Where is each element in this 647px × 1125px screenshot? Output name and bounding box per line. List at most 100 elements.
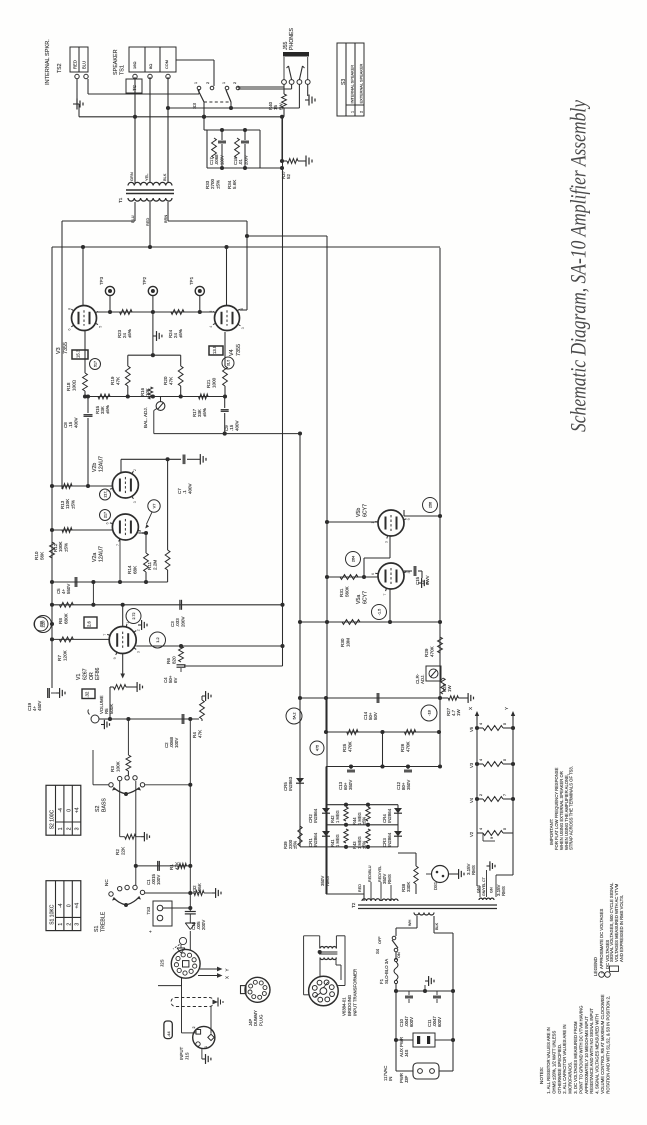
svg-text:C19: C19 (27, 702, 32, 711)
svg-text:±5%: ±5% (127, 329, 132, 338)
svg-text:TP1: TP1 (189, 276, 194, 285)
svg-text:OFF: OFF (378, 936, 382, 944)
svg-text:RED/BLU: RED/BLU (368, 865, 372, 882)
svg-text:R41: R41 (330, 839, 335, 847)
svg-text:2: 2 (136, 629, 140, 631)
svg-text:J55: J55 (283, 42, 289, 50)
svg-text:7: 7 (503, 794, 507, 796)
svg-text:10K: 10K (145, 388, 150, 396)
svg-text:4: 4 (209, 326, 213, 328)
svg-text:5: 5 (503, 759, 507, 761)
svg-text:2: 2 (66, 827, 72, 830)
svg-text:CR2: CR2 (308, 814, 313, 823)
svg-text:31.5: 31.5 (227, 360, 231, 366)
svg-text:3. DC VOLTAGES MEASURED FROM: 3. DC VOLTAGES MEASURED FROM (573, 1021, 578, 1094)
svg-text:6CY7: 6CY7 (363, 591, 369, 604)
svg-text:SLO-BLO 3A: SLO-BLO 3A (384, 959, 389, 984)
svg-text:7: 7 (383, 594, 387, 596)
svg-text:3.15V: 3.15V (466, 863, 471, 875)
svg-text:V6384-01: V6384-01 (342, 997, 347, 1016)
svg-text:V5: V5 (469, 726, 474, 732)
svg-text:R38: R38 (401, 883, 406, 892)
svg-text:1W: 1W (447, 685, 452, 692)
svg-text:CR5: CR5 (283, 782, 288, 791)
svg-text:R34: R34 (227, 180, 232, 189)
svg-text:TREBLE: TREBLE (100, 911, 106, 932)
svg-text:8: 8 (67, 308, 71, 310)
svg-text:FOR FLAT LOW FREQUENCY RESPONS: FOR FLAT LOW FREQUENCY RESPONSE (554, 767, 559, 850)
svg-text:C10: C10 (399, 1019, 404, 1027)
svg-text:1 MEG: 1 MEG (335, 834, 340, 847)
svg-text:1000: 1000 (211, 377, 216, 388)
svg-text:12: 12 (420, 580, 425, 585)
svg-text:.15: .15 (68, 421, 73, 428)
svg-text:CLR-: CLR- (415, 673, 420, 684)
svg-text:C18: C18 (233, 157, 238, 165)
svg-text:WHEN USING THE AMPLIFIER ALONE: WHEN USING THE AMPLIFIER ALONE, (564, 774, 569, 850)
svg-text:DC VOLTAGES: DC VOLTAGES (605, 940, 610, 969)
svg-text:R16: R16 (140, 387, 145, 396)
svg-text:V2: V2 (469, 831, 474, 837)
svg-text:V4: V4 (469, 797, 474, 803)
svg-text:TS2: TS2 (57, 63, 63, 73)
svg-text:2: 2 (66, 923, 72, 926)
svg-text:24: 24 (122, 333, 127, 338)
svg-text:.005: .005 (196, 921, 201, 930)
svg-text:4: 4 (479, 828, 483, 830)
svg-text:V1: V1 (76, 674, 82, 680)
svg-text:100K: 100K (58, 541, 63, 552)
svg-text:TP2: TP2 (142, 276, 147, 285)
svg-text:.0015: .0015 (151, 873, 156, 885)
svg-text:RED: RED (145, 218, 150, 226)
svg-text:6: 6 (371, 573, 375, 575)
svg-text:1W: 1W (456, 709, 461, 716)
svg-text:33K: 33K (197, 409, 202, 417)
svg-text:BRIDGING: BRIDGING (347, 994, 352, 1016)
svg-text:0: 0 (66, 809, 72, 812)
svg-text:R4: R4 (192, 732, 197, 738)
svg-text:1: 1 (351, 111, 355, 113)
svg-text:R29: R29 (424, 648, 429, 657)
svg-text:J3P: J3P (404, 1075, 409, 1083)
svg-text:10M: 10M (345, 638, 350, 647)
svg-text:T1: T1 (118, 197, 123, 203)
svg-text:200V: 200V (243, 155, 248, 165)
svg-text:33K: 33K (100, 406, 105, 414)
svg-text:6V: 6V (173, 678, 178, 683)
svg-text:+4: +4 (75, 903, 81, 909)
svg-text:110K: 110K (65, 499, 70, 509)
svg-text:470K: 470K (405, 741, 410, 752)
svg-text:100K: 100K (115, 760, 120, 772)
svg-text:R30: R30 (340, 638, 345, 647)
svg-text:400V: 400V (73, 417, 78, 428)
svg-text:820: 820 (171, 656, 176, 664)
svg-text:56K: 56K (39, 551, 44, 560)
svg-text:22K: 22K (120, 846, 125, 855)
svg-text:V2b: V2b (92, 463, 98, 472)
svg-text:SPEAKER: SPEAKER (113, 49, 119, 75)
svg-text:R6: R6 (166, 658, 171, 664)
svg-text:R44: R44 (352, 817, 357, 825)
svg-text:475: 475 (316, 745, 320, 751)
svg-text:-4: -4 (58, 808, 64, 813)
svg-text:C17: C17 (209, 157, 214, 165)
svg-text:J1S: J1S (184, 1052, 189, 1060)
svg-text:INTERNAL SPKR.: INTERNAL SPKR. (45, 39, 51, 85)
svg-text:C15: C15 (415, 576, 420, 585)
svg-text:IN: IN (388, 1077, 393, 1081)
svg-text:LEGEND: LEGEND (593, 956, 598, 976)
svg-text:6267: 6267 (82, 668, 88, 680)
svg-text:9: 9 (490, 837, 494, 839)
svg-text:DUMMY: DUMMY (253, 1010, 258, 1026)
svg-text:R25: R25 (342, 743, 347, 752)
svg-text:WHEN USING EXTERNAL SPEAKER OR: WHEN USING EXTERNAL SPEAKER OR (559, 771, 564, 850)
svg-text:2700: 2700 (210, 178, 215, 189)
svg-text:J4S: J4S (404, 1049, 409, 1057)
svg-text:2. ALL CAPACITOR VALUES ARE IN: 2. ALL CAPACITOR VALUES ARE IN (562, 1024, 567, 1093)
svg-text:1: 1 (58, 827, 64, 830)
svg-text:X: X (225, 976, 230, 979)
svg-text:517: 517 (94, 361, 98, 367)
svg-text:OHMS ±20%, 1/2 WATT UNLESS: OHMS ±20%, 1/2 WATT UNLESS (551, 1031, 556, 1094)
svg-text:600V: 600V (409, 1017, 414, 1027)
svg-text:.1: .1 (182, 490, 187, 494)
